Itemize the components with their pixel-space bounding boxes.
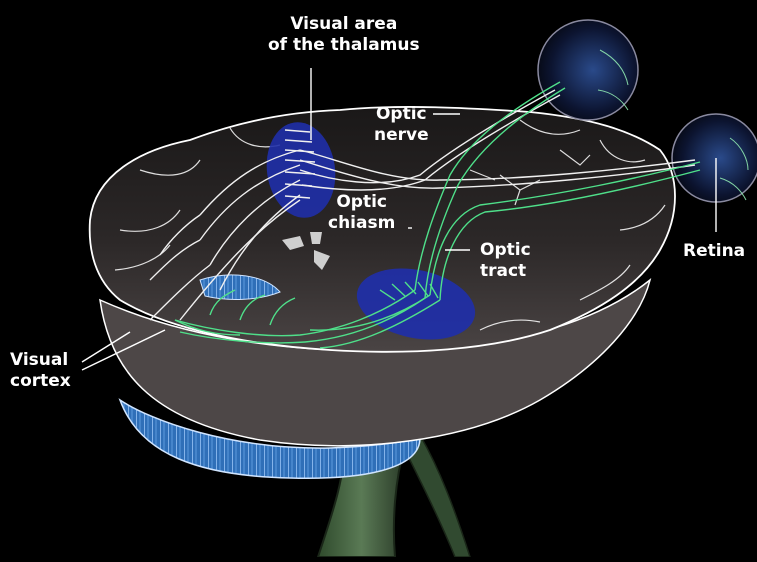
- optic-chiasm-label-line2: chiasm: [328, 213, 395, 234]
- optic-nerve-label-line2: nerve: [374, 125, 429, 146]
- optic-chiasm-label-line1: Optic: [328, 192, 395, 213]
- optic-tract-label-line2: tract: [480, 261, 531, 282]
- optic-tract-label-line1: Optic: [480, 240, 531, 261]
- thalamus-label: Visual area of the thalamus: [268, 14, 420, 56]
- visual-cortex-label-line1: Visual: [10, 350, 71, 371]
- thalamus-label-line1: Visual area: [268, 14, 420, 35]
- thalamus-label-line2: of the thalamus: [268, 35, 420, 56]
- retina-label: Retina: [683, 241, 745, 262]
- optic-tract-label: Optic tract: [480, 240, 531, 282]
- visual-cortex-label: Visual cortex: [10, 350, 71, 392]
- optic-nerve-label: Optic nerve: [374, 104, 429, 146]
- eye-left: [538, 20, 638, 120]
- visual-cortex-label-line2: cortex: [10, 371, 71, 392]
- eye-right: [672, 114, 757, 202]
- optic-chiasm-label: Optic chiasm: [328, 192, 395, 234]
- optic-nerve-label-line1: Optic: [374, 104, 429, 125]
- retina-label-line1: Retina: [683, 241, 745, 262]
